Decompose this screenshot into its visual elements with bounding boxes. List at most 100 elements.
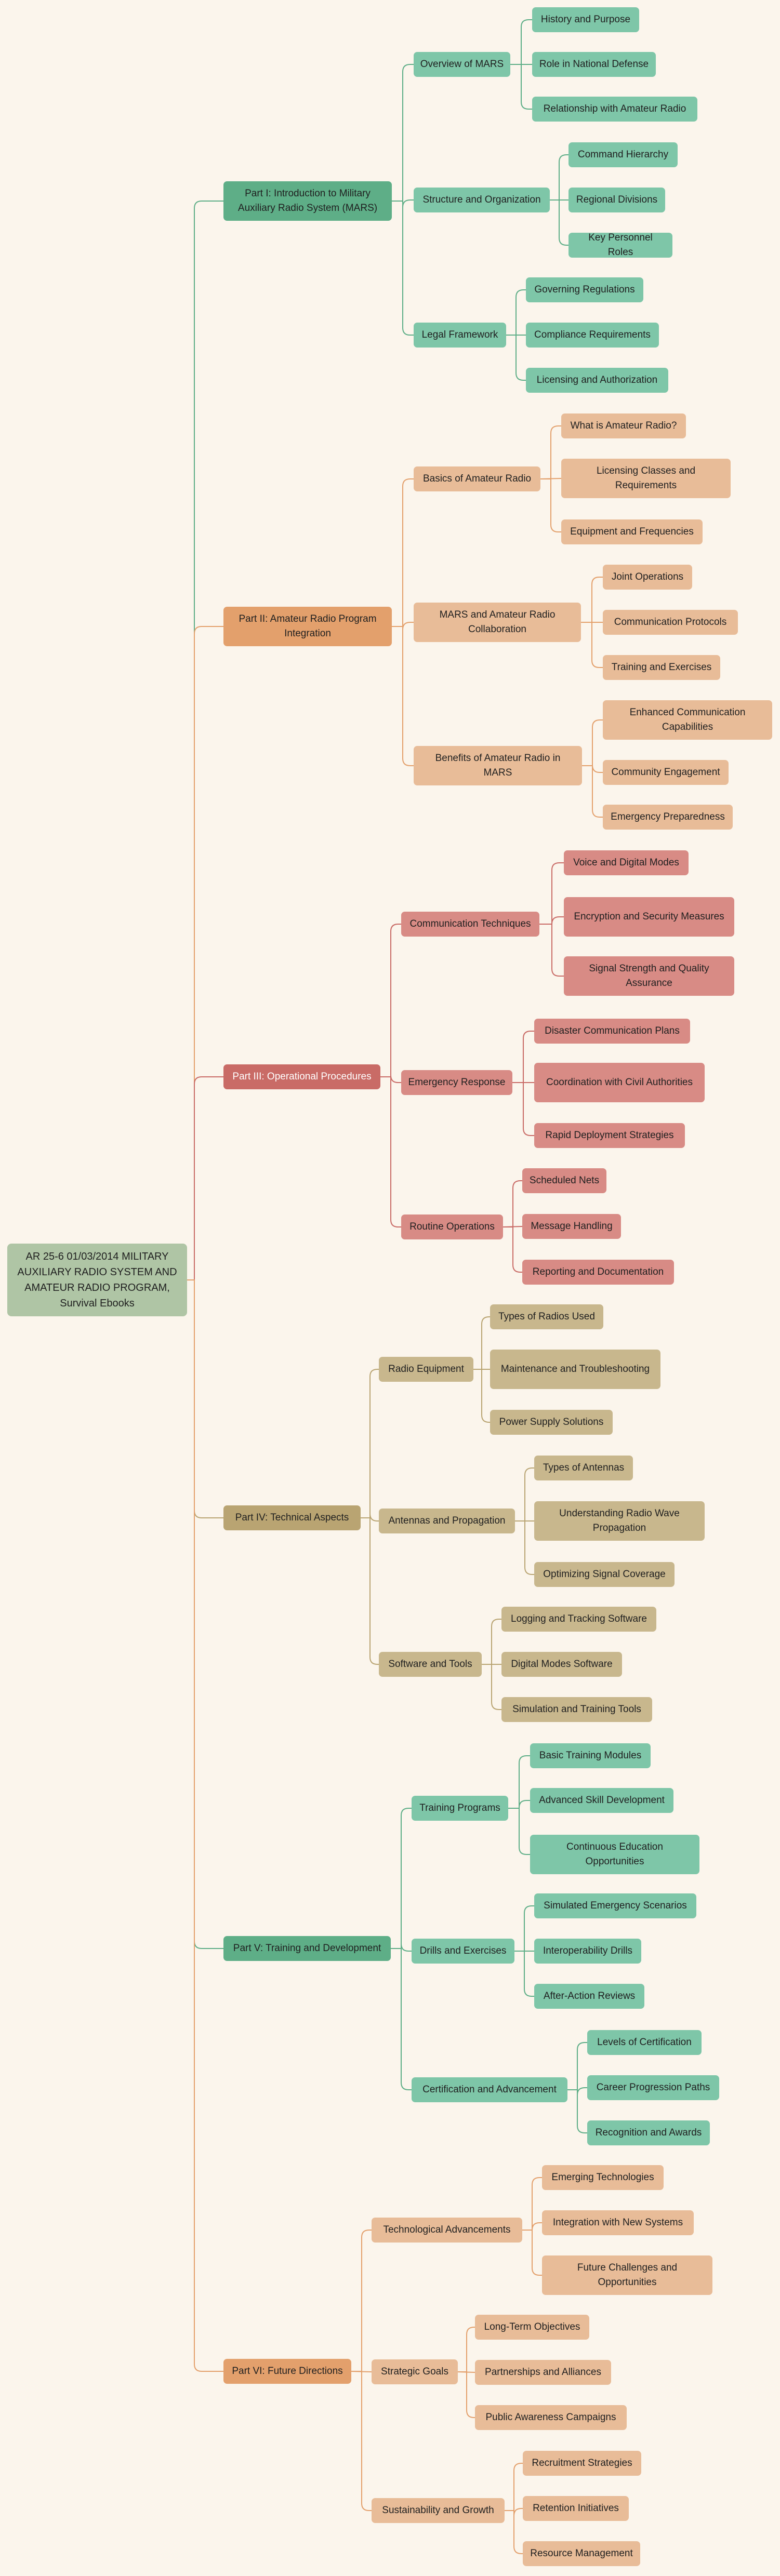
item-types-of-antennas-label: Types of Antennas [543,1462,625,1473]
section-training-programs[interactable]: Training Programs [412,1796,508,1821]
item-levels-of-certification[interactable]: Levels of Certification [587,2030,702,2055]
section-emergency-response[interactable]: Emergency Response [401,1070,512,1095]
item-public-awareness-campaigns-label: Public Awareness Campaigns [485,2411,616,2423]
part-2-node-label: Part II: Amateur Radio Program Integrati… [239,613,377,639]
item-emergency-preparedness[interactable]: Emergency Preparedness [603,805,733,830]
item-training-and-exercises[interactable]: Training and Exercises [603,655,720,680]
item-encryption-and-security-measures[interactable]: Encryption and Security Measures [564,897,734,937]
section-technological-advancements[interactable]: Technological Advancements [372,2218,522,2243]
item-resource-management[interactable]: Resource Management [523,2541,640,2566]
item-future-challenges-and-opportunities[interactable]: Future Challenges and Opportunities [542,2255,712,2295]
item-licensing-classes-and-requirements[interactable]: Licensing Classes and Requirements [561,459,731,498]
item-integration-with-new-systems[interactable]: Integration with New Systems [542,2210,694,2235]
section-software-and-tools[interactable]: Software and Tools [379,1652,482,1677]
section-benefits-of-amateur-radio-in-mars[interactable]: Benefits of Amateur Radio in MARS [414,746,582,785]
item-advanced-skill-development[interactable]: Advanced Skill Development [530,1788,673,1813]
section-communication-techniques[interactable]: Communication Techniques [401,912,539,937]
item-power-supply-solutions-label: Power Supply Solutions [499,1416,604,1427]
item-signal-strength-and-quality-assurance[interactable]: Signal Strength and Quality Assurance [564,956,734,996]
item-interoperability-drills[interactable]: Interoperability Drills [534,1939,641,1964]
part-3-node-label: Part III: Operational Procedures [232,1071,372,1082]
part-6-node[interactable]: Part VI: Future Directions [223,2359,351,2384]
section-drills-and-exercises[interactable]: Drills and Exercises [412,1939,514,1964]
item-communication-protocols[interactable]: Communication Protocols [603,610,738,635]
item-regional-divisions-label: Regional Divisions [576,194,658,205]
item-community-engagement[interactable]: Community Engagement [603,760,729,785]
item-emerging-technologies[interactable]: Emerging Technologies [542,2165,664,2190]
item-reporting-and-documentation[interactable]: Reporting and Documentation [522,1260,674,1285]
item-optimizing-signal-coverage[interactable]: Optimizing Signal Coverage [534,1562,675,1587]
section-legal-framework[interactable]: Legal Framework [414,323,506,348]
item-governing-regulations[interactable]: Governing Regulations [526,277,643,302]
item-public-awareness-campaigns[interactable]: Public Awareness Campaigns [475,2405,627,2430]
edge-section-training-programs-item-2 [508,1800,530,1809]
edge-root-part-4 [187,1279,223,1518]
part-3-node[interactable]: Part III: Operational Procedures [223,1064,380,1089]
item-role-in-national-defense[interactable]: Role in National Defense [532,52,656,77]
section-antennas-and-propagation[interactable]: Antennas and Propagation [379,1509,515,1533]
root-node[interactable]: AR 25-6 01/03/2014 MILITARY AUXILIARY RA… [7,1244,187,1316]
item-maintenance-and-troubleshooting[interactable]: Maintenance and Troubleshooting [490,1350,660,1389]
item-simulation-and-training-tools-label: Simulation and Training Tools [512,1703,641,1715]
item-what-is-amateur-radio[interactable]: What is Amateur Radio? [561,413,686,438]
item-basic-training-modules[interactable]: Basic Training Modules [530,1743,651,1768]
section-certification-and-advancement[interactable]: Certification and Advancement [412,2077,567,2102]
part-4-node[interactable]: Part IV: Technical Aspects [223,1505,361,1530]
section-structure-and-organization[interactable]: Structure and Organization [414,188,550,212]
item-message-handling[interactable]: Message Handling [522,1214,621,1239]
item-long-term-objectives[interactable]: Long-Term Objectives [475,2315,589,2340]
item-voice-and-digital-modes[interactable]: Voice and Digital Modes [564,850,689,875]
edge-part-4-section-3 [361,1517,379,1665]
section-radio-equipment[interactable]: Radio Equipment [379,1357,473,1382]
section-overview-of-mars[interactable]: Overview of MARS [414,52,510,77]
item-communication-protocols-label: Communication Protocols [614,616,727,628]
item-digital-modes-software[interactable]: Digital Modes Software [501,1652,622,1677]
item-scheduled-nets[interactable]: Scheduled Nets [522,1168,606,1193]
item-basic-training-modules-label: Basic Training Modules [539,1750,642,1761]
item-regional-divisions[interactable]: Regional Divisions [569,188,665,212]
item-history-and-purpose[interactable]: History and Purpose [532,7,639,32]
item-levels-of-certification-label: Levels of Certification [597,2036,692,2048]
item-relationship-with-amateur-radio-label: Relationship with Amateur Radio [543,103,686,114]
item-joint-operations[interactable]: Joint Operations [603,565,692,590]
part-1-node[interactable]: Part I: Introduction to Military Auxilia… [223,181,392,221]
edge-part-5-section-2 [391,1943,412,1952]
item-understanding-radio-wave-propagation[interactable]: Understanding Radio Wave Propagation [534,1501,705,1541]
edge-part-6-section-1 [351,2230,372,2372]
item-compliance-requirements[interactable]: Compliance Requirements [526,323,659,348]
item-equipment-and-frequencies[interactable]: Equipment and Frequencies [561,519,703,544]
item-power-supply-solutions[interactable]: Power Supply Solutions [490,1410,613,1435]
item-recruitment-strategies[interactable]: Recruitment Strategies [523,2451,641,2476]
section-routine-operations[interactable]: Routine Operations [401,1214,503,1239]
item-key-personnel-roles[interactable]: Key Personnel Roles [569,232,672,258]
item-partnerships-and-alliances[interactable]: Partnerships and Alliances [475,2360,611,2385]
item-interoperability-drills-label: Interoperability Drills [543,1945,633,1956]
item-relationship-with-amateur-radio[interactable]: Relationship with Amateur Radio [532,97,697,122]
item-career-progression-paths[interactable]: Career Progression Paths [587,2075,719,2100]
item-rapid-deployment-strategies[interactable]: Rapid Deployment Strategies [534,1123,685,1148]
item-after-action-reviews[interactable]: After-Action Reviews [534,1984,644,2009]
section-basics-of-amateur-radio[interactable]: Basics of Amateur Radio [414,466,540,491]
item-types-of-antennas[interactable]: Types of Antennas [534,1456,633,1480]
part-2-node[interactable]: Part II: Amateur Radio Program Integrati… [223,607,392,646]
edge-section-technological-advancements-item-1 [522,2177,542,2231]
section-strategic-goals[interactable]: Strategic Goals [372,2359,458,2384]
edge-section-certification-and-advancement-item-3 [567,2089,587,2133]
item-simulated-emergency-scenarios[interactable]: Simulated Emergency Scenarios [534,1893,696,1918]
item-command-hierarchy[interactable]: Command Hierarchy [569,142,678,167]
section-sustainability-and-growth[interactable]: Sustainability and Growth [372,2498,505,2523]
part-5-node[interactable]: Part V: Training and Development [223,1936,391,1961]
item-simulation-and-training-tools[interactable]: Simulation and Training Tools [501,1697,652,1722]
section-communication-techniques-label: Communication Techniques [409,918,531,929]
item-coordination-with-civil-authorities[interactable]: Coordination with Civil Authorities [534,1063,705,1102]
item-recognition-and-awards[interactable]: Recognition and Awards [587,2120,710,2145]
item-types-of-radios-used[interactable]: Types of Radios Used [490,1304,603,1329]
item-continuous-education-opportunities[interactable]: Continuous Education Opportunities [530,1835,699,1874]
item-enhanced-communication-capabilities[interactable]: Enhanced Communication Capabilities [603,700,772,740]
section-mars-and-amateur-radio-collaboration[interactable]: MARS and Amateur Radio Collaboration [414,603,581,642]
item-disaster-communication-plans[interactable]: Disaster Communication Plans [534,1019,690,1044]
item-logging-and-tracking-software[interactable]: Logging and Tracking Software [501,1607,656,1632]
item-licensing-and-authorization[interactable]: Licensing and Authorization [526,368,668,393]
item-retention-initiatives[interactable]: Retention Initiatives [523,2496,629,2521]
